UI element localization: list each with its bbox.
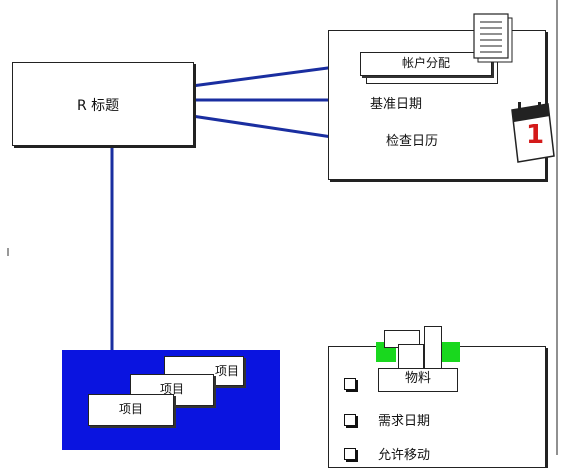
document-icon bbox=[472, 12, 516, 66]
check-calendar-label: 检查日历 bbox=[386, 134, 439, 149]
pedestal-right bbox=[424, 326, 442, 372]
pedestal-middle bbox=[398, 344, 424, 370]
allow-movement-label: 允许移动 bbox=[378, 448, 431, 463]
account-assignment-card: 帐户分配 bbox=[360, 52, 492, 76]
connector-to-check-calendar bbox=[191, 114, 353, 142]
account-assignment-label: 帐户分配 bbox=[401, 56, 450, 70]
green-tab-right bbox=[440, 342, 460, 362]
item-card-2-label: 项目 bbox=[159, 382, 184, 396]
material-header-label: 物料 bbox=[404, 371, 431, 386]
material-header: 物料 bbox=[378, 368, 458, 392]
title-label: R 标题 bbox=[77, 98, 120, 114]
calendar-icon: 1 bbox=[508, 102, 556, 164]
checkbox-3[interactable] bbox=[344, 448, 356, 460]
item-card-3-label: 项目 bbox=[214, 364, 239, 378]
checkbox-2[interactable] bbox=[344, 414, 356, 426]
item-card-1: 项目 bbox=[88, 394, 174, 426]
requirement-date-label: 需求日期 bbox=[378, 414, 431, 429]
baseline-date-label: 基准日期 bbox=[370, 97, 423, 112]
checkbox-1[interactable] bbox=[344, 378, 356, 390]
item-card-1-label: 项目 bbox=[118, 402, 143, 416]
title-box: R 标题 bbox=[12, 62, 194, 146]
calendar-digit: 1 bbox=[526, 120, 545, 150]
